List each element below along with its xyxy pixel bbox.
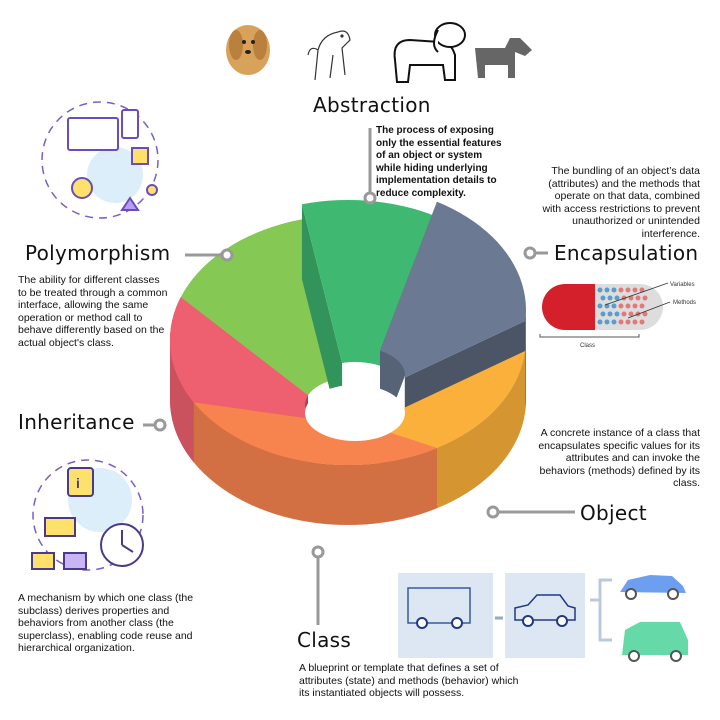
capsule-dot bbox=[642, 295, 648, 301]
capsule-dot bbox=[597, 303, 603, 309]
capsule-dot bbox=[611, 287, 617, 293]
class-label: Class bbox=[580, 343, 595, 349]
capsule-dot bbox=[642, 311, 648, 317]
polymorphism-title: Polymorphism bbox=[25, 241, 171, 265]
segment-encapsulation-top bbox=[380, 201, 526, 378]
capsule-dot bbox=[625, 319, 631, 325]
capsule-dot bbox=[632, 319, 638, 325]
cartoon-dog-icon bbox=[393, 22, 466, 83]
capsule-left-half bbox=[542, 284, 595, 330]
capsule-dot bbox=[597, 319, 603, 325]
capsule-dot bbox=[632, 303, 638, 309]
segment-abstraction-face bbox=[301, 204, 343, 438]
inheritance-title: Inheritance bbox=[18, 410, 135, 434]
silhouette-dog-icon bbox=[475, 38, 532, 78]
capsule-dot bbox=[639, 319, 645, 325]
capsule-dot bbox=[625, 303, 631, 309]
capsule-dot bbox=[614, 311, 620, 317]
capsule-dot bbox=[639, 303, 645, 309]
capsule-dot bbox=[618, 303, 624, 309]
capsule-dot bbox=[611, 319, 617, 325]
capsule-dot bbox=[618, 287, 624, 293]
encapsulation-description: The bundling of an object’s data (attrib… bbox=[542, 165, 700, 240]
segment-inheritance-top-overlay bbox=[170, 297, 312, 419]
abstraction-title: Abstraction bbox=[313, 93, 431, 117]
capsule-dot bbox=[604, 287, 610, 293]
capsule-dot bbox=[597, 287, 603, 293]
object-description: A concrete instance of a class that enca… bbox=[538, 427, 700, 489]
capsule-dot bbox=[625, 287, 631, 293]
capsule-dot bbox=[628, 311, 634, 317]
segment-object-side bbox=[437, 350, 526, 509]
variables-label: Variables bbox=[670, 282, 695, 288]
capsule-dot bbox=[635, 295, 641, 301]
capsule-dot bbox=[621, 311, 627, 317]
capsule-dot bbox=[600, 311, 606, 317]
capsule-dot bbox=[607, 311, 613, 317]
abstraction-description: The process of exposing only the essenti… bbox=[376, 125, 502, 199]
polymorphism-description: The ability for different classes to be … bbox=[18, 274, 168, 349]
encapsulation-title: Encapsulation bbox=[554, 241, 699, 265]
pie-center-hole bbox=[305, 385, 405, 441]
class-title: Class bbox=[297, 628, 352, 652]
capsule-dot bbox=[607, 295, 613, 301]
capsule-dot bbox=[614, 295, 620, 301]
segment-class-top-overlay bbox=[193, 402, 437, 465]
segment-object-top bbox=[380, 350, 526, 449]
capsule-dot bbox=[632, 287, 638, 293]
segment-abstraction-top bbox=[301, 200, 437, 366]
capsule-dot bbox=[604, 319, 610, 325]
methods-label: Methods bbox=[673, 300, 696, 306]
capsule-dot bbox=[618, 319, 624, 325]
object-title: Object bbox=[580, 501, 647, 525]
svg-text:i: i bbox=[76, 475, 80, 491]
class-description: A blueprint or template that defines a s… bbox=[299, 662, 519, 699]
inheritance-description: A mechanism by which one class (the subc… bbox=[18, 592, 194, 654]
segment-class-side bbox=[193, 402, 437, 525]
capsule-dot bbox=[611, 303, 617, 309]
capsule-dot bbox=[600, 295, 606, 301]
sketch-dog-icon bbox=[307, 30, 351, 81]
photo-dog-icon bbox=[226, 25, 270, 75]
segment-inheritance-outer-side bbox=[170, 340, 194, 463]
segment-encapsulation-side bbox=[525, 310, 526, 411]
segment-polymorphism-top bbox=[180, 219, 343, 396]
